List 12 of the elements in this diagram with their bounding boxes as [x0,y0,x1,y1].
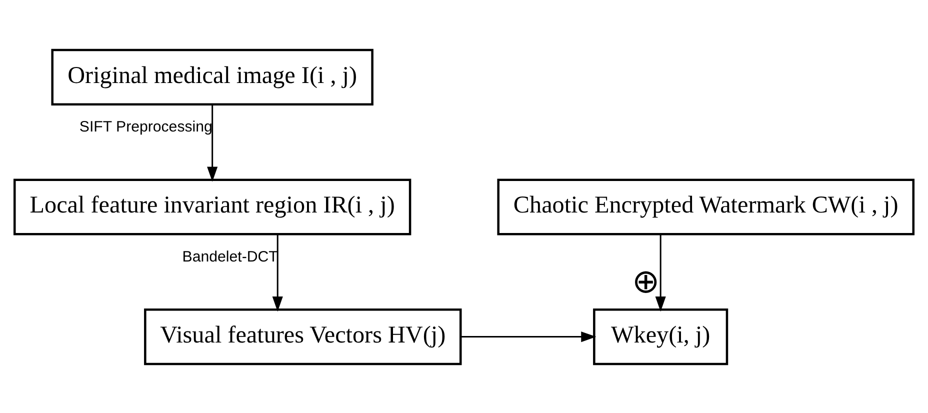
edge-label: ⊕ [632,262,660,300]
arrow [460,331,596,342]
edge-label: Bandelet-DCT [182,248,278,265]
node-box: Chaotic Encrypted Watermark CW(i , j) [497,178,915,235]
node-box: Original medical image I(i , j) [51,48,374,105]
arrow [655,234,666,312]
edge-label: SIFT Preprocessing [79,118,212,136]
arrow [272,234,283,312]
arrow [207,104,218,182]
node-box: Visual features Vectors HV(j) [144,308,462,365]
node-box: Local feature invariant region IR(i , j) [13,178,412,235]
node-box: Wkey(i, j) [593,308,728,365]
